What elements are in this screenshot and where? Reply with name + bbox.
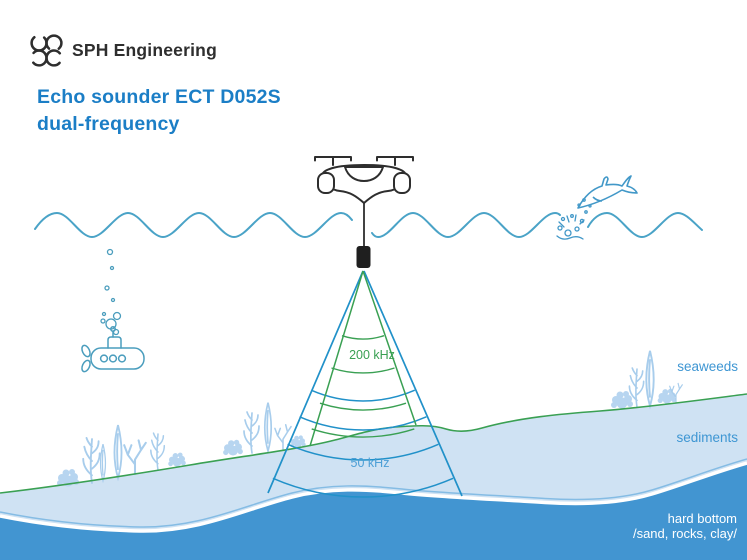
submarine-icon — [81, 326, 145, 373]
echo-sounder-transducer-icon — [356, 246, 371, 268]
label-hard-bottom-line2: /sand, rocks, clay/ — [633, 526, 737, 541]
page-title: Echo sounder ECT D052S dual-frequency — [37, 84, 281, 138]
sediments-layer — [0, 394, 747, 532]
label-200khz: 200 kHz — [349, 348, 395, 362]
label-50khz: 50 kHz — [351, 456, 390, 470]
page-title-line2: dual-frequency — [37, 113, 180, 135]
page-title-line1: Echo sounder ECT D052S — [37, 86, 281, 108]
jumping-dolphin-icon — [577, 175, 638, 209]
label-sediments: sediments — [676, 430, 738, 445]
hard-bottom-layer — [0, 463, 747, 560]
air-bubbles-icon — [100, 248, 122, 336]
seaweed-group-right — [611, 349, 683, 409]
beam-50khz — [267, 270, 463, 498]
label-hard-bottom-line1: hard bottom — [668, 511, 737, 526]
water-splash-icon — [556, 198, 592, 240]
drone-rotors-icon — [30, 34, 63, 67]
brand-name: SPH Engineering — [72, 40, 217, 60]
beam-200khz — [309, 270, 417, 447]
seabed-line — [0, 393, 747, 494]
logo: SPH Engineering — [30, 34, 217, 67]
label-seaweeds: seaweeds — [677, 359, 738, 374]
water-surface-wave — [34, 211, 703, 239]
quadcopter-drone-icon — [314, 156, 414, 204]
